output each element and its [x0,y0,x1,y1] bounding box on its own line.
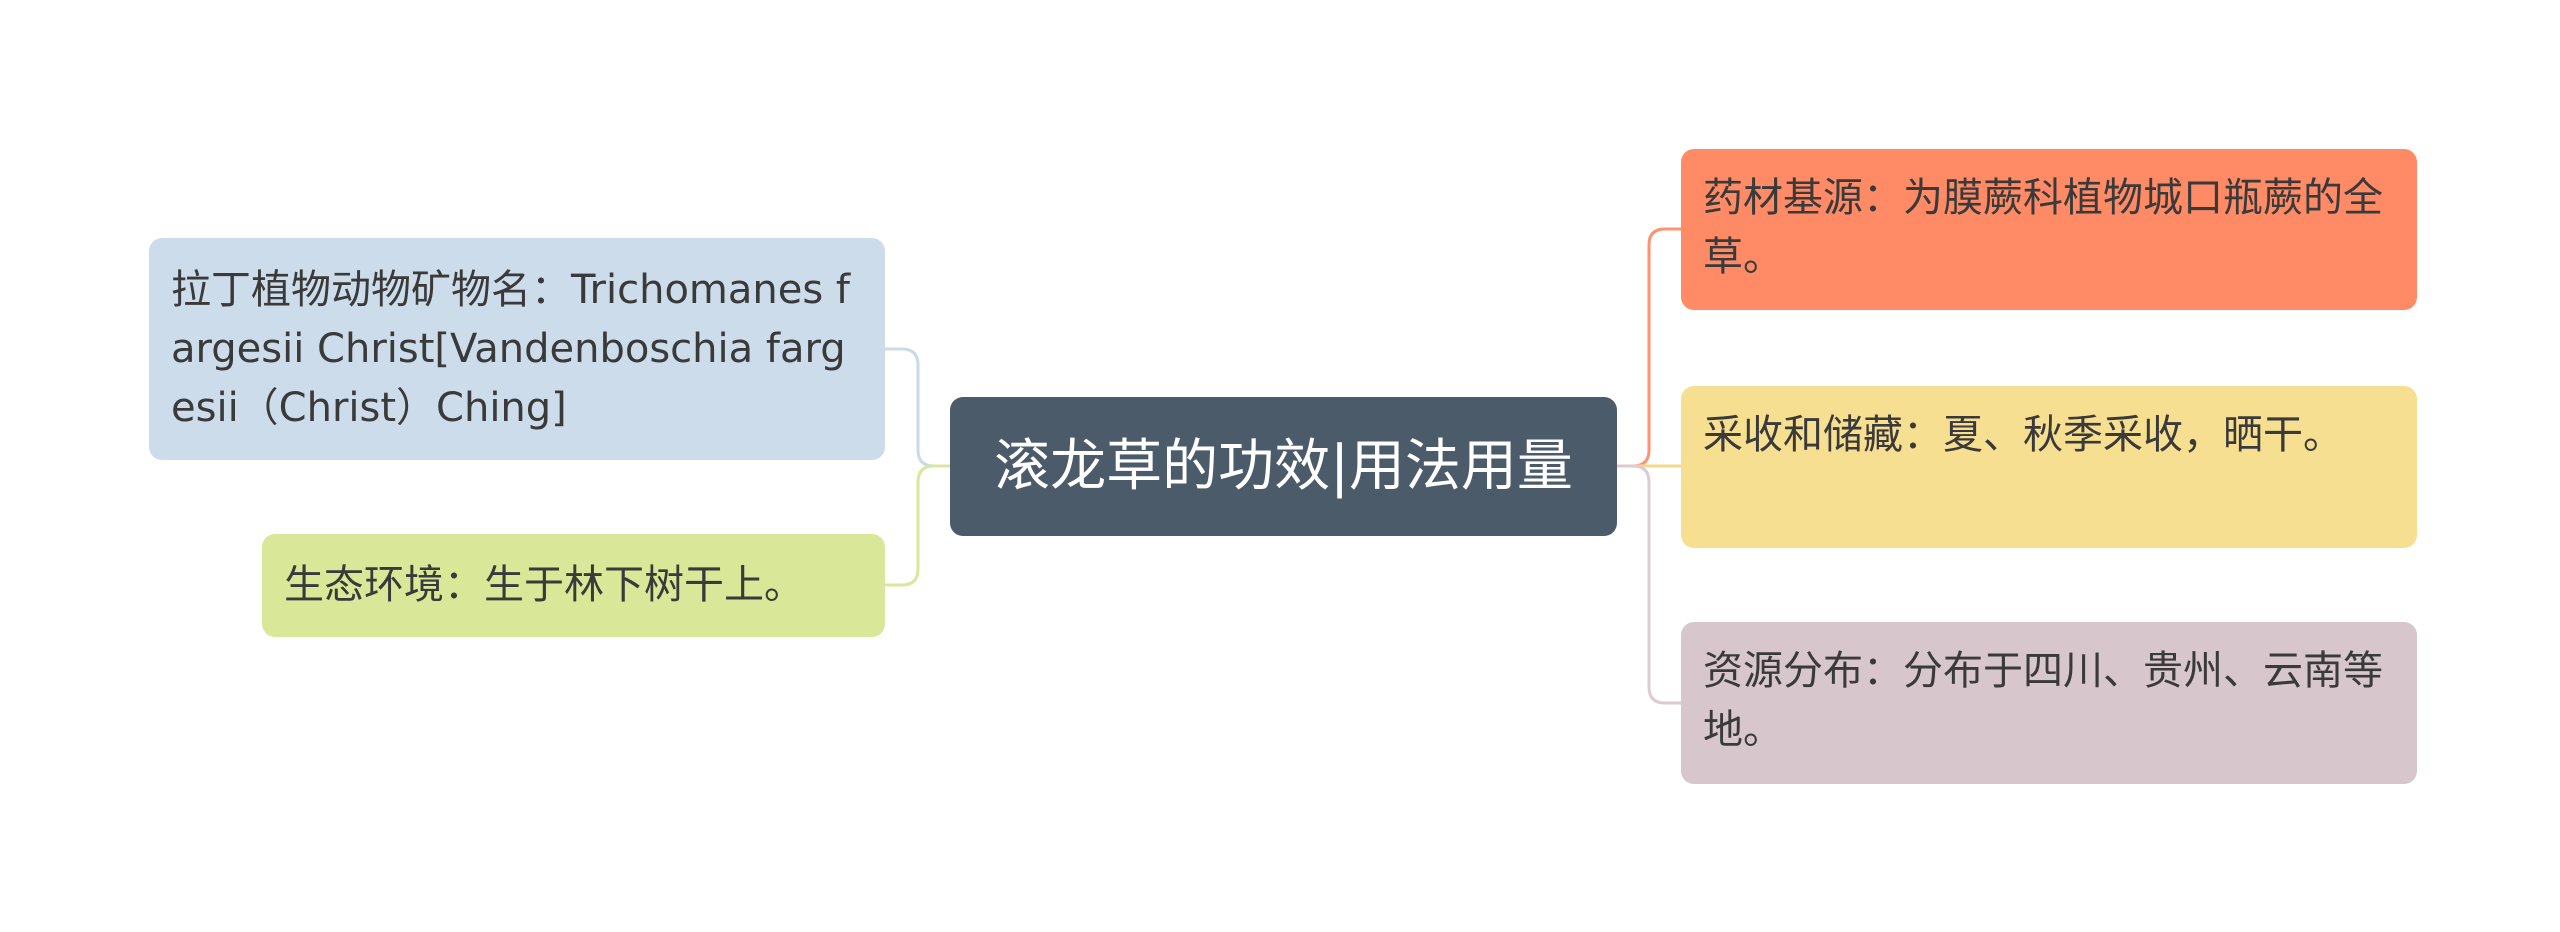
topic-harvest-storage[interactable]: 采收和储藏：夏、秋季采收，晒干。 [1681,386,2417,548]
connector-right-3 [1617,464,1681,705]
topic-habitat[interactable]: 生态环境：生于林下树干上。 [262,534,885,637]
topic-source-label: 药材基源：为膜蕨科植物城口瓶蕨的全草。 [1703,175,2383,280]
topic-distribution-label: 资源分布：分布于四川、贵州、云南等地。 [1703,648,2383,753]
topic-source[interactable]: 药材基源：为膜蕨科植物城口瓶蕨的全草。 [1681,149,2417,310]
topic-habitat-label: 生态环境：生于林下树干上。 [284,562,804,608]
topic-harvest-storage-label: 采收和储藏：夏、秋季采收，晒干。 [1703,412,2343,458]
central-topic-label: 滚龙草的功效|用法用量 [994,434,1573,499]
topic-latin-name-label: 拉丁植物动物矿物名：Trichomanes fargesii Christ[Va… [171,267,851,431]
connector-left-1 [885,347,950,468]
connector-left-2 [885,464,950,587]
central-topic[interactable]: 滚龙草的功效|用法用量 [950,397,1617,536]
connector-right-1 [1617,227,1681,468]
topic-latin-name[interactable]: 拉丁植物动物矿物名：Trichomanes fargesii Christ[Va… [149,238,885,460]
topic-distribution[interactable]: 资源分布：分布于四川、贵州、云南等地。 [1681,622,2417,784]
